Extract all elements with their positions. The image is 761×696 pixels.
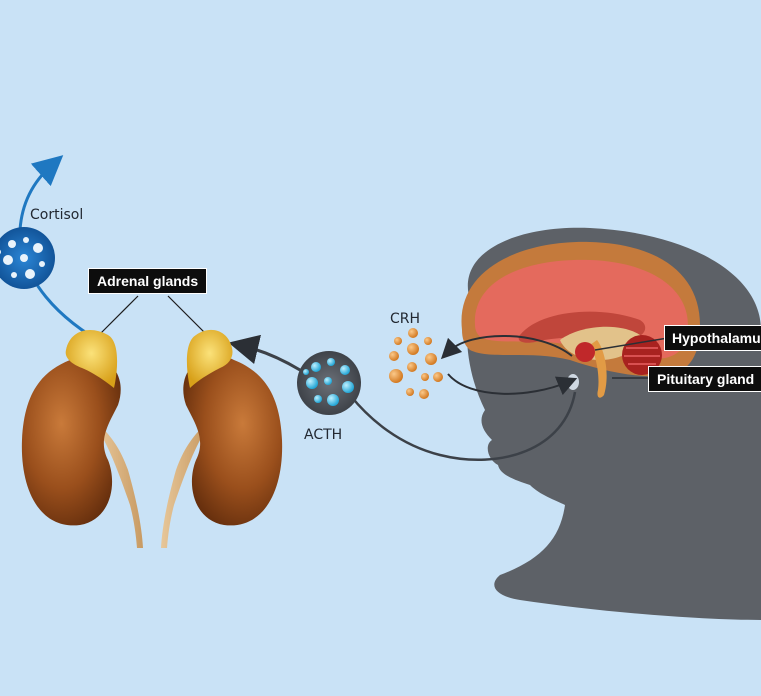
pituitary-gland-shape — [567, 374, 579, 390]
adrenal-pointer-right — [167, 295, 209, 337]
acth-to-adrenal-arrow — [228, 334, 301, 372]
hypothalamus-pointer — [594, 337, 669, 351]
hypothalamus-region — [575, 342, 595, 362]
kidney-left — [21, 355, 121, 526]
adrenal-pointer-left — [97, 295, 139, 337]
cortisol-label: Cortisol — [30, 207, 84, 223]
cerebellum — [622, 335, 662, 375]
adrenal-gland-right — [186, 329, 233, 388]
crh-molecules — [389, 328, 443, 399]
brain — [461, 241, 700, 398]
acth-pathway-line — [349, 391, 577, 462]
crh-label: CRH — [390, 311, 421, 327]
cortisol-molecule — [0, 227, 55, 289]
kidney-right — [183, 355, 283, 526]
pituitary-gland-label: Pituitary gland — [648, 366, 761, 392]
hypothalamus-label: Hypothalamu — [664, 325, 761, 351]
crh-return-arrow — [440, 335, 573, 360]
adrenal-glands-label: Adrenal glands — [88, 268, 208, 294]
crh-to-pituitary-arrow — [447, 373, 578, 396]
acth-label: ACTH — [304, 427, 343, 443]
adrenal-gland-left — [65, 330, 118, 388]
acth-molecule — [297, 351, 361, 415]
